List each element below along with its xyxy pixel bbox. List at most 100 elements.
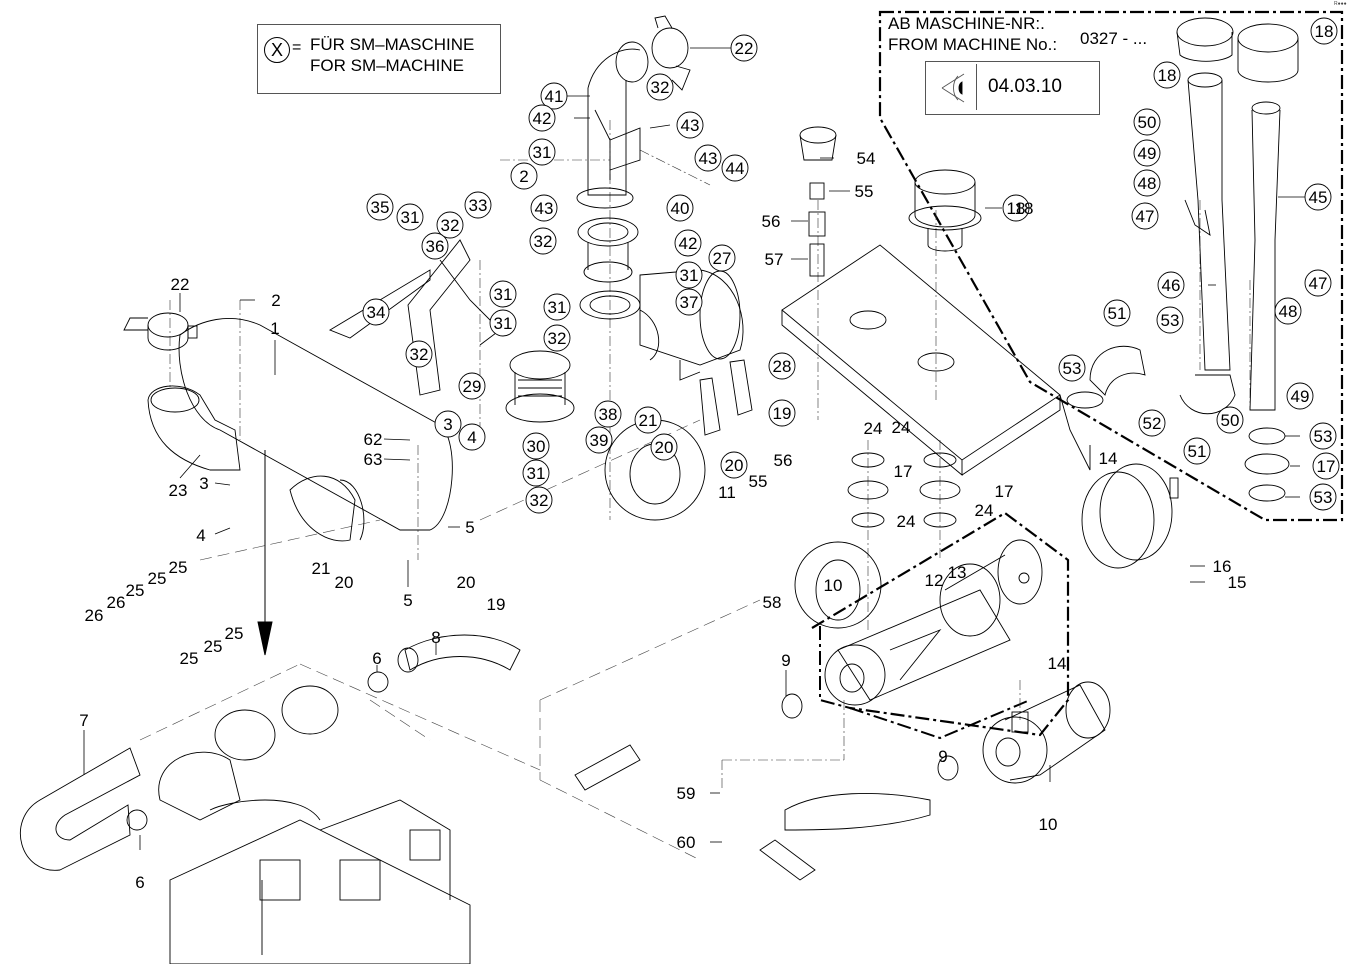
callout-45[interactable]: 45 [1304,183,1332,211]
callout-2[interactable]: 2 [271,291,280,310]
callout-25[interactable]: 25 [204,637,223,656]
callout-20[interactable]: 20 [650,433,678,461]
callout-14[interactable]: 14 [1099,449,1118,468]
callout-27[interactable]: 27 [708,244,736,272]
callout-21[interactable]: 21 [312,559,331,578]
callout-5[interactable]: 5 [465,518,474,537]
reference-box[interactable]: 04.03.10 [925,61,1100,115]
callout-58[interactable]: 58 [763,593,782,612]
callout-16[interactable]: 16 [1213,557,1232,576]
callout-56[interactable]: 56 [762,212,781,231]
callout-32[interactable]: 32 [646,73,674,101]
callout-53[interactable]: 53 [1058,354,1086,382]
callout-19[interactable]: 19 [768,399,796,427]
callout-25[interactable]: 25 [169,558,188,577]
callout-25[interactable]: 25 [225,624,244,643]
callout-24[interactable]: 24 [975,501,994,520]
callout-55[interactable]: 55 [749,472,768,491]
callout-18[interactable]: 18 [1002,194,1030,222]
callout-23[interactable]: 23 [169,481,188,500]
callout-31[interactable]: 31 [675,261,703,289]
callout-6[interactable]: 6 [372,649,381,668]
callout-2[interactable]: 2 [510,162,538,190]
callout-31[interactable]: 31 [543,293,571,321]
callout-3[interactable]: 3 [434,410,462,438]
callout-19[interactable]: 19 [487,595,506,614]
callout-10[interactable]: 10 [1039,815,1058,834]
callout-12[interactable]: 12 [925,571,944,590]
callout-32[interactable]: 32 [405,340,433,368]
callout-7[interactable]: 7 [79,711,88,730]
callout-51[interactable]: 51 [1103,299,1131,327]
callout-29[interactable]: 29 [458,372,486,400]
callout-18[interactable]: 18 [1153,61,1181,89]
callout-24[interactable]: 24 [892,418,911,437]
callout-31[interactable]: 31 [489,309,517,337]
callout-15[interactable]: 15 [1228,573,1247,592]
callout-9[interactable]: 9 [781,651,790,670]
callout-60[interactable]: 60 [677,833,696,852]
callout-20[interactable]: 20 [720,451,748,479]
callout-49[interactable]: 49 [1286,382,1314,410]
callout-25[interactable]: 25 [180,649,199,668]
callout-20[interactable]: 20 [457,573,476,592]
callout-17[interactable]: 17 [1312,452,1340,480]
callout-43[interactable]: 43 [676,111,704,139]
callout-41[interactable]: 41 [540,82,568,110]
callout-39[interactable]: 39 [585,426,613,454]
callout-46[interactable]: 46 [1157,271,1185,299]
callout-48[interactable]: 48 [1274,297,1302,325]
callout-55[interactable]: 55 [855,182,874,201]
callout-53[interactable]: 53 [1309,422,1337,450]
callout-47[interactable]: 47 [1304,269,1332,297]
callout-42[interactable]: 42 [674,229,702,257]
callout-6[interactable]: 6 [135,873,144,892]
callout-32[interactable]: 32 [525,486,553,514]
callout-50[interactable]: 50 [1216,406,1244,434]
callout-30[interactable]: 30 [522,432,550,460]
callout-44[interactable]: 44 [721,154,749,182]
callout-54[interactable]: 54 [857,149,876,168]
callout-28[interactable]: 28 [768,352,796,380]
callout-37[interactable]: 37 [675,288,703,316]
callout-4[interactable]: 4 [458,423,486,451]
callout-24[interactable]: 24 [897,512,916,531]
callout-31[interactable]: 31 [522,459,550,487]
callout-17[interactable]: 17 [894,462,913,481]
callout-52[interactable]: 52 [1138,409,1166,437]
callout-35[interactable]: 35 [366,193,394,221]
callout-22[interactable]: 22 [171,275,190,294]
callout-32[interactable]: 32 [436,211,464,239]
callout-53[interactable]: 53 [1156,306,1184,334]
callout-20[interactable]: 20 [335,573,354,592]
callout-51[interactable]: 51 [1183,437,1211,465]
callout-25[interactable]: 25 [148,569,167,588]
callout-18[interactable]: 18 [1015,199,1034,218]
callout-31[interactable]: 31 [528,138,556,166]
callout-3[interactable]: 3 [199,474,208,493]
callout-8[interactable]: 8 [431,628,440,647]
callout-5[interactable]: 5 [403,591,412,610]
callout-33[interactable]: 33 [464,191,492,219]
callout-38[interactable]: 38 [594,400,622,428]
callout-40[interactable]: 40 [666,194,694,222]
callout-9[interactable]: 9 [938,747,947,766]
callout-57[interactable]: 57 [765,250,784,269]
callout-21[interactable]: 21 [634,406,662,434]
callout-26[interactable]: 26 [85,606,104,625]
callout-42[interactable]: 42 [528,104,556,132]
callout-24[interactable]: 24 [864,419,883,438]
callout-4[interactable]: 4 [196,526,205,545]
callout-26[interactable]: 26 [107,593,126,612]
callout-48[interactable]: 48 [1133,169,1161,197]
callout-10[interactable]: 10 [824,576,843,595]
callout-1[interactable]: 1 [270,319,279,338]
callout-63[interactable]: 63 [364,450,383,469]
callout-14[interactable]: 14 [1048,654,1067,673]
callout-47[interactable]: 47 [1131,202,1159,230]
callout-11[interactable]: 11 [718,483,736,502]
callout-59[interactable]: 59 [677,784,696,803]
callout-31[interactable]: 31 [396,203,424,231]
callout-22[interactable]: 22 [730,34,758,62]
callout-17[interactable]: 17 [995,482,1014,501]
